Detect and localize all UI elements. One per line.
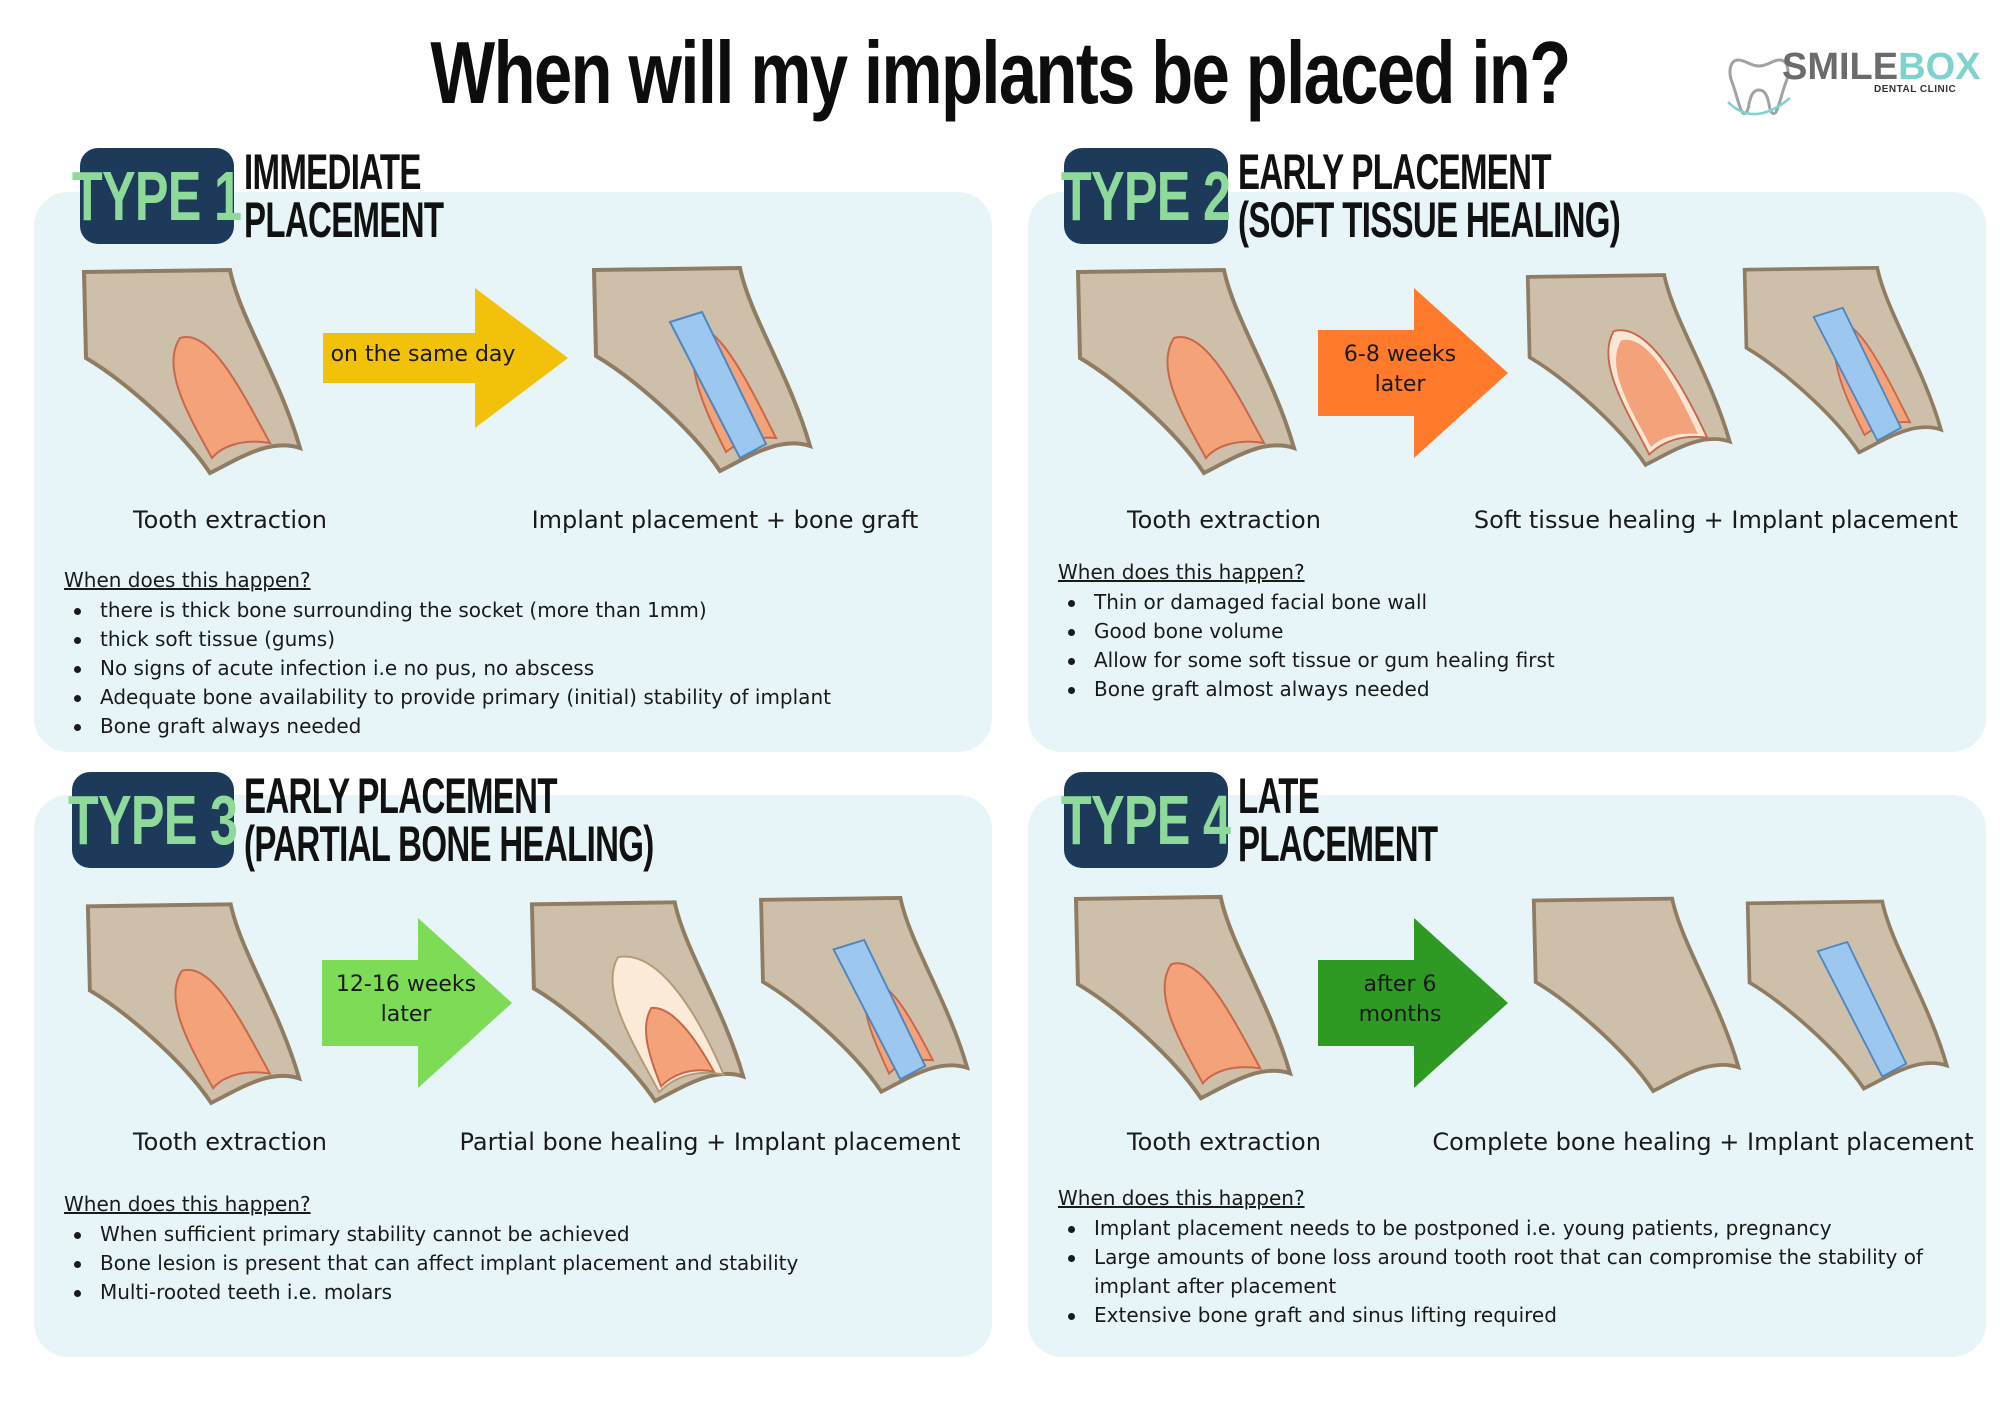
type4-arrow-label: after 6 months	[1358, 972, 1442, 1027]
list-item: Good bone volume	[1058, 617, 1958, 646]
type2-badge: TYPE 2	[1061, 148, 1231, 244]
type4-caption-right: Complete bone healing + Implant placemen…	[1432, 1128, 1974, 1156]
tooth-extraction-diagram	[1073, 894, 1294, 1101]
type1-caption-right: Implant placement + bone graft	[531, 506, 919, 534]
list-item: When sufficient primary stability cannot…	[64, 1220, 964, 1249]
type4-when-heading: When does this happen?	[1058, 1186, 1305, 1210]
type4-caption-left: Tooth extraction	[1127, 1128, 1321, 1156]
type3-when-heading: When does this happen?	[64, 1192, 311, 1216]
list-item: Large amounts of bone loss around tooth …	[1058, 1243, 1968, 1301]
list-item: Thin or damaged facial bone wall	[1058, 588, 1958, 617]
smilebox-logo: SMILEBOX DENTAL CLINIC	[1724, 42, 1980, 122]
type3-arrow-label: 12-16 weeks later	[335, 972, 477, 1027]
logo-subtitle: DENTAL CLINIC	[1874, 84, 1957, 95]
list-item: Adequate bone availability to provide pr…	[64, 683, 964, 712]
implant-bone-graft-diagram	[591, 265, 813, 474]
partial-bone-healing-diagram	[529, 900, 747, 1104]
logo-box-text: BOX	[1898, 46, 1981, 88]
soft-tissue-healing-diagram	[1525, 273, 1733, 468]
type3-arrow	[322, 918, 512, 1088]
list-item: Extensive bone graft and sinus lifting r…	[1058, 1301, 1968, 1330]
type1-caption-left: Tooth extraction	[133, 506, 327, 534]
implant-placement-diagram	[1745, 899, 1950, 1091]
type3-badge: TYPE 3	[68, 772, 238, 868]
tooth-logo-icon	[1727, 58, 1791, 116]
implant-placement-diagram	[759, 895, 971, 1095]
complete-bone-healing-diagram	[1531, 896, 1742, 1094]
list-item: Bone graft always needed	[64, 712, 964, 741]
type4-arrow	[1318, 918, 1508, 1088]
tooth-extraction-diagram	[81, 267, 303, 476]
type1-arrow-label: on the same day	[330, 342, 516, 367]
type2-caption-right: Soft tissue healing + Implant placement	[1473, 506, 1959, 534]
type2-when-heading: When does this happen?	[1058, 560, 1305, 584]
type2-bullet-list: Thin or damaged facial bone wall Good bo…	[1058, 588, 1958, 704]
type1-when-heading: When does this happen?	[64, 568, 311, 592]
type2-caption-left: Tooth extraction	[1127, 506, 1321, 534]
list-item: Allow for some soft tissue or gum healin…	[1058, 646, 1958, 675]
type4-heading: LATE PLACEMENT	[1238, 768, 1438, 872]
type1-badge: TYPE 1	[72, 148, 242, 244]
list-item: thick soft tissue (gums)	[64, 625, 964, 654]
implant-placement-diagram	[1742, 265, 1944, 455]
type3-bullet-list: When sufficient primary stability cannot…	[64, 1220, 964, 1307]
type1-bullet-list: there is thick bone surrounding the sock…	[64, 596, 964, 741]
type1-heading: IMMEDIATE PLACEMENT	[244, 144, 444, 248]
type1-arrow	[323, 288, 568, 428]
type3-caption-left: Tooth extraction	[133, 1128, 327, 1156]
type2-arrow	[1318, 288, 1508, 458]
list-item: there is thick bone surrounding the sock…	[64, 596, 964, 625]
page-title: When will my implants be placed in?	[430, 23, 1571, 122]
type4-badge: TYPE 4	[1061, 772, 1231, 868]
type3-heading: EARLY PLACEMENT (PARTIAL BONE HEALING)	[244, 768, 654, 872]
tooth-extraction-diagram	[1075, 267, 1297, 476]
logo-smile-text: SMILE	[1782, 46, 1899, 88]
list-item: Bone lesion is present that can affect i…	[64, 1249, 964, 1278]
type2-arrow-label: 6-8 weeks later	[1343, 342, 1457, 397]
tooth-extraction-diagram	[85, 902, 303, 1106]
list-item: Implant placement needs to be postponed …	[1058, 1214, 1968, 1243]
list-item: Bone graft almost always needed	[1058, 675, 1958, 704]
type3-caption-right: Partial bone healing + Implant placement	[459, 1128, 961, 1156]
list-item: Multi-rooted teeth i.e. molars	[64, 1278, 964, 1307]
type4-bullet-list: Implant placement needs to be postponed …	[1058, 1214, 1968, 1330]
type2-heading: EARLY PLACEMENT (SOFT TISSUE HEALING)	[1238, 144, 1621, 248]
list-item: No signs of acute infection i.e no pus, …	[64, 654, 964, 683]
